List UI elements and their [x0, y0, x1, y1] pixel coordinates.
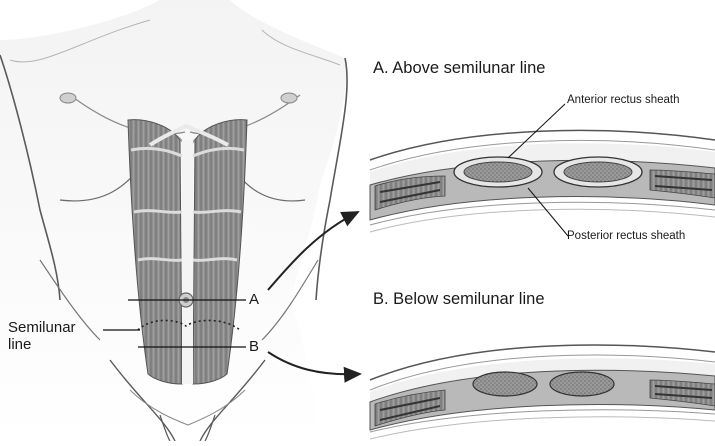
line-b-label: B — [249, 338, 259, 355]
rectus-belly-b-right — [550, 372, 614, 396]
nipple-left — [60, 93, 76, 103]
section-a-heading: A. Above semilunar line — [373, 59, 545, 78]
rectus-belly-b-left — [473, 372, 537, 396]
rectus-abdominis — [128, 120, 247, 384]
section-b-heading: B. Below semilunar line — [373, 290, 545, 309]
semilunar-label: Semilunar line — [8, 319, 76, 353]
anterior-rectus-sheath-label: Anterior rectus sheath — [567, 94, 680, 106]
line-a-label: A — [249, 291, 259, 308]
cross-section-b — [370, 345, 715, 439]
nipple-right — [281, 93, 297, 103]
posterior-rectus-sheath-label: Posterior rectus sheath — [567, 230, 685, 242]
cross-section-a — [370, 104, 715, 236]
semilunar-label-line2: line — [8, 336, 31, 353]
semilunar-label-line1: Semilunar — [8, 319, 76, 336]
